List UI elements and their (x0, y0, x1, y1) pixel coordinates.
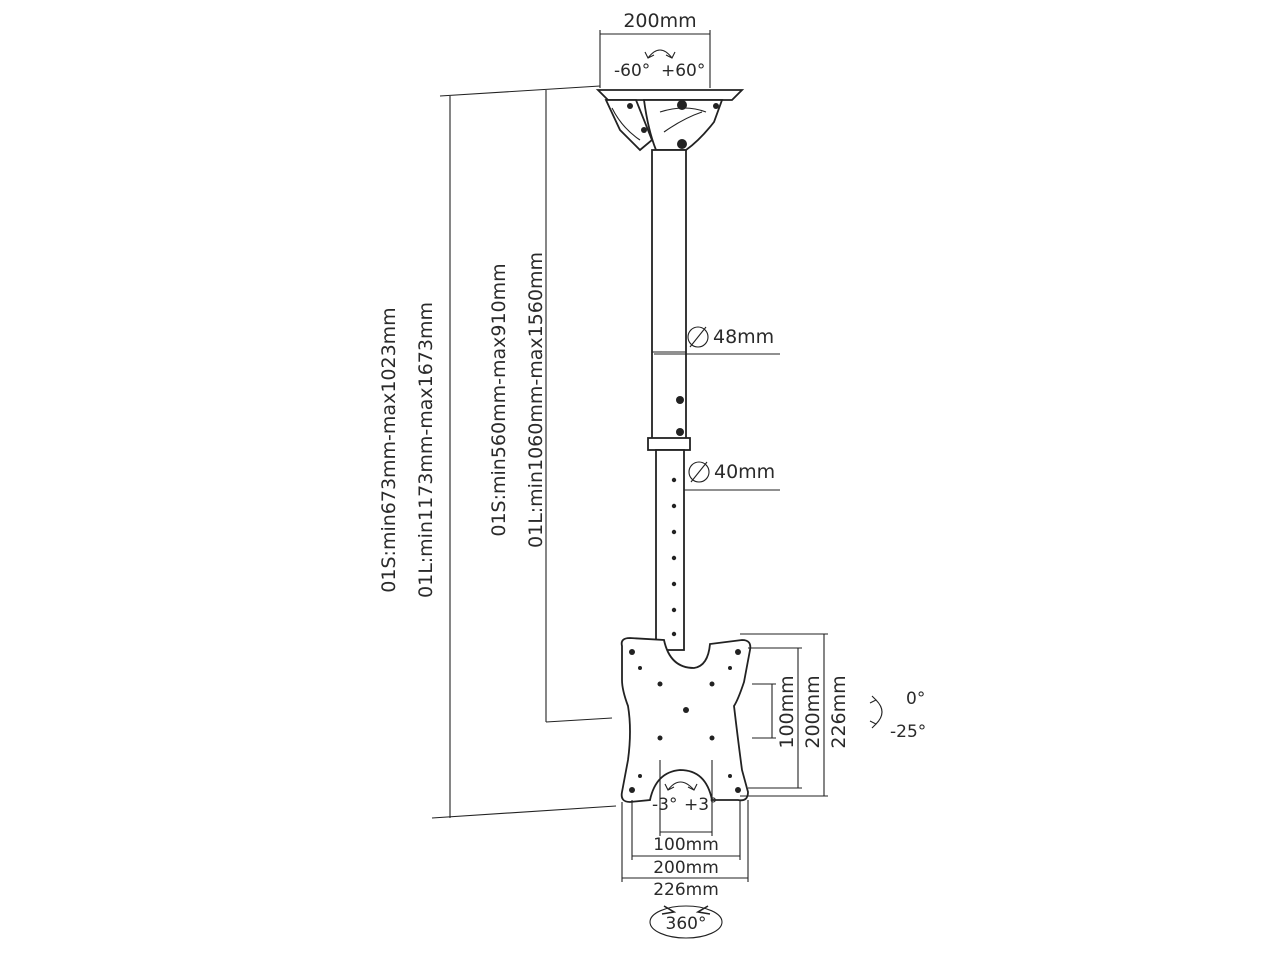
ceiling-plate-width-label: 200mm (623, 10, 696, 32)
pole-length-long-label: 01L:min1060mm-max1560mm (525, 252, 547, 548)
overall-height-short-label: 01S:min673mm-max1023mm (378, 307, 400, 592)
extension-pole: 48mm 40mm (647, 149, 780, 651)
pole-length-short-label: 01S:min560mm-max910mm (488, 263, 510, 536)
vesa-vertical-226-label: 226mm (828, 675, 850, 748)
tilt-indicator: 0° -25° (869, 689, 926, 742)
vesa-plate: -3° +3° (620, 637, 752, 815)
swivel-left-label: -60° (614, 61, 650, 81)
swivel-arrow-icon (647, 49, 673, 59)
rotate-left-label: -3° (652, 795, 677, 815)
tilt-bottom-label: -25° (890, 722, 926, 742)
diameter-icon (688, 461, 710, 483)
pan-label: 360° (666, 914, 707, 934)
vesa-horizontal-200-label: 200mm (653, 858, 719, 878)
vesa-vertical-dimensions: 100mm 200mm 226mm (740, 633, 850, 797)
overall-height-long-label: 01L:min1173mm-max1673mm (415, 302, 437, 598)
outer-tube-diameter-label: 48mm (713, 326, 774, 348)
rotate-arrow-icon (667, 781, 695, 791)
pan-rotation-icon (649, 905, 723, 939)
overall-height-dimension: 01S:min673mm-max1023mm 01L:min1173mm-max… (378, 85, 617, 819)
inner-tube-diameter-label: 40mm (714, 461, 775, 483)
tilt-top-label: 0° (906, 689, 925, 709)
diameter-icon (687, 326, 709, 348)
swivel-right-label: +60° (661, 61, 705, 81)
pan-indicator: 360° (649, 905, 723, 939)
vesa-vertical-200-label: 200mm (802, 675, 824, 748)
vesa-horizontal-dimensions: 100mm 200mm 226mm (621, 760, 749, 900)
vesa-horizontal-226-label: 226mm (653, 880, 719, 900)
rotate-right-label: +3° (684, 795, 718, 815)
ceiling-plate: 200mm -60° +60° (595, 10, 745, 152)
vesa-horizontal-100-label: 100mm (653, 835, 719, 855)
pole-length-dimension: 01S:min560mm-max910mm 01L:min1060mm-max1… (488, 90, 613, 723)
tilt-arrow-icon (875, 699, 883, 725)
vesa-vertical-100-label: 100mm (776, 675, 798, 748)
